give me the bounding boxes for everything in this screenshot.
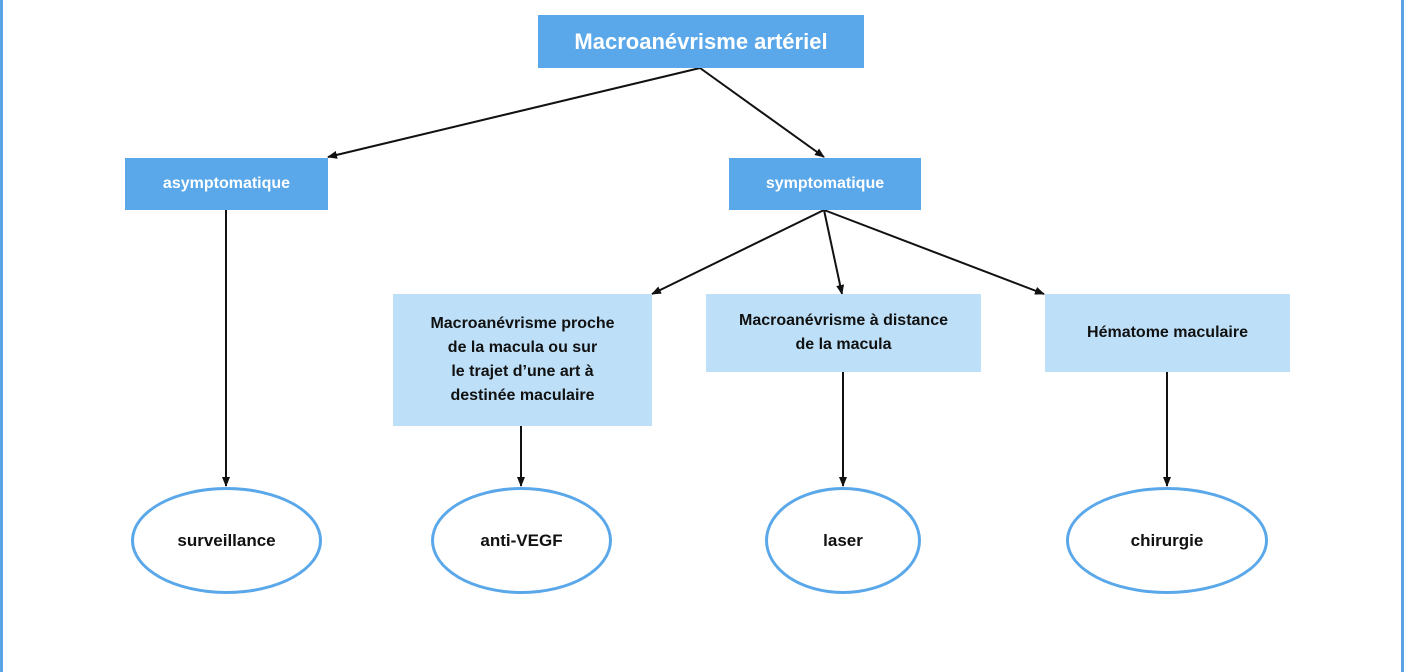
branch-symptomatique-label: symptomatique <box>765 175 885 192</box>
branch-asymptomatique-label: asymptomatique <box>162 175 291 192</box>
treatment-anti-vegf: anti-VEGF <box>431 487 612 594</box>
treatment-chirurgie-label: chirurgie <box>1130 530 1204 550</box>
branch-symptomatique: symptomatique <box>729 158 921 210</box>
edge-symptomatique-proche <box>651 209 825 295</box>
condition-hematome-maculaire-label: Hématome maculaire <box>1087 324 1248 341</box>
root-node: Macroanévrisme artériel <box>538 15 864 68</box>
condition-distance-macula-label: Macroanévrisme à distance de la macula <box>739 312 948 353</box>
treatment-laser: laser <box>765 487 921 594</box>
edge-root-symptomatique <box>699 67 825 158</box>
condition-hematome-maculaire: Hématome maculaire <box>1045 294 1290 372</box>
treatment-surveillance-label: surveillance <box>177 530 276 550</box>
condition-proche-macula-label: Macroanévrisme proche de la macula ou su… <box>430 315 615 404</box>
treatment-laser-label: laser <box>823 530 863 550</box>
treatment-surveillance: surveillance <box>131 487 322 594</box>
edge-root-asymptomatique <box>327 67 701 159</box>
edge-symptomatique-distance <box>823 209 845 295</box>
edge-symptomatique-hematome <box>823 209 1045 295</box>
branch-asymptomatique: asymptomatique <box>125 158 328 210</box>
treatment-anti-vegf-label: anti-VEGF <box>480 530 563 550</box>
treatment-chirurgie: chirurgie <box>1066 487 1268 594</box>
condition-proche-macula: Macroanévrisme proche de la macula ou su… <box>393 294 652 426</box>
root-node-label: Macroanévrisme artériel <box>574 28 828 54</box>
condition-distance-macula: Macroanévrisme à distance de la macula <box>706 294 981 372</box>
